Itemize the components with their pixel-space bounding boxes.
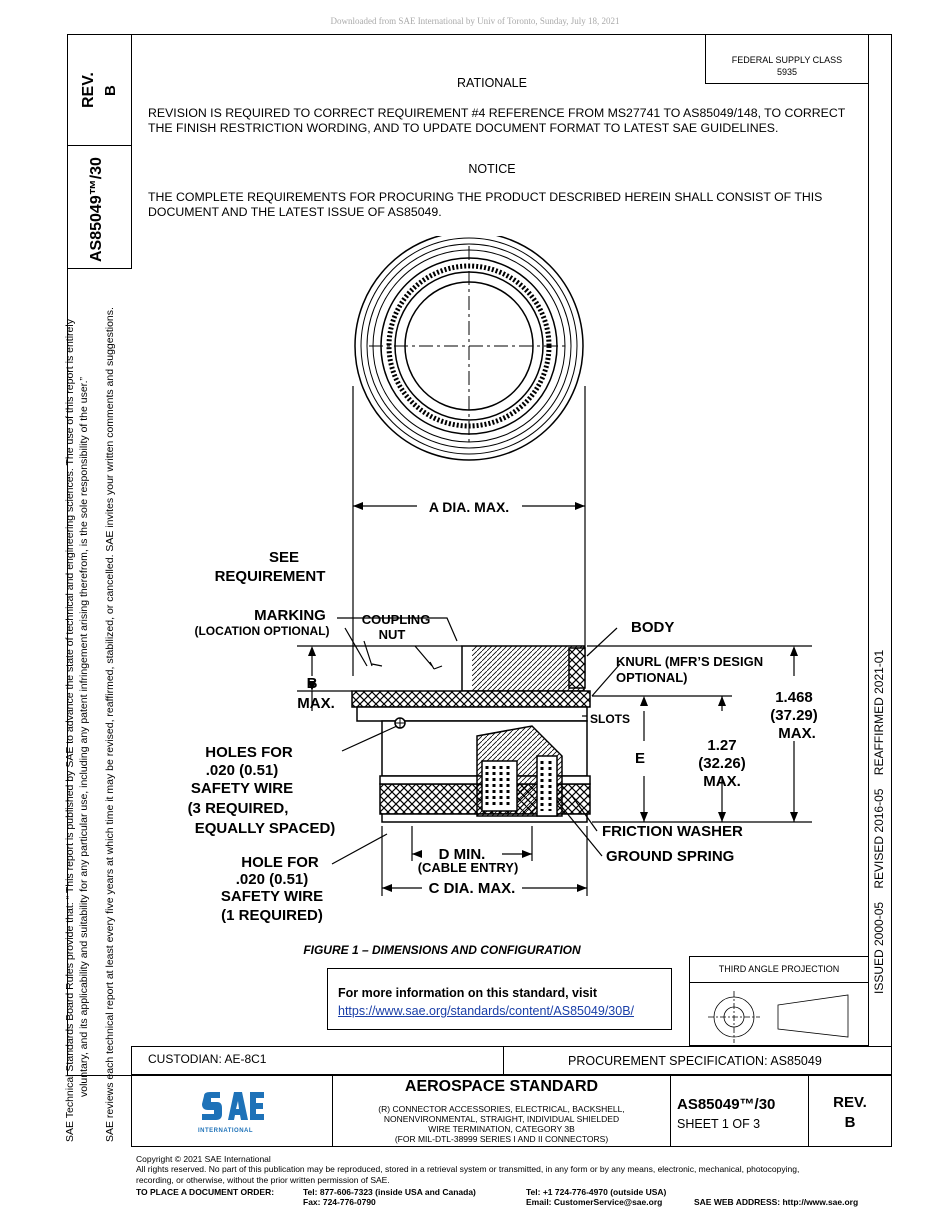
federal-supply-label: FEDERAL SUPPLY CLASS (731, 55, 843, 65)
side-view (351, 645, 591, 823)
tel-usa: Tel: 877-606-7323 (inside USA and Canada… (303, 1187, 476, 1197)
description-line-1: (R) CONNECTOR ACCESSORIES, ELECTRICAL, B… (378, 1104, 625, 1114)
left-doc-number: AS85049™/30 (88, 157, 105, 262)
rationale-heading: RATIONALE (457, 76, 527, 90)
more-info-text: For more information on this standard, v… (338, 986, 598, 1000)
order-label: TO PLACE A DOCUMENT ORDER: (136, 1187, 275, 1197)
title-rev-label: REV. (833, 1094, 867, 1111)
more-info-link[interactable]: https://www.sae.org/standards/content/AS… (338, 1004, 635, 1018)
left-rev-label: REV. (80, 72, 97, 108)
left-rev-value: B (102, 85, 119, 96)
custodian: CUSTODIAN: AE-8C1 (148, 1052, 267, 1066)
connector-figure: A DIA. MAX. SEE REQUIREMENT MARKING (LOC… (188, 236, 818, 924)
label-holes-5: EQUALLY SPACED) (195, 820, 336, 837)
label-b: B (307, 675, 318, 692)
description-line-2: NONENVIRONMENTAL, STRAIGHT, INDIVIDUAL S… (383, 1114, 620, 1124)
label-c-dia: C DIA. MAX. (429, 880, 516, 897)
sheet-number: SHEET 1 OF 3 (677, 1117, 761, 1131)
revision-history: ISSUED 2000-05 REVISED 2016-05 REAFFIRME… (872, 649, 886, 994)
label-hole-3: SAFETY WIRE (221, 888, 323, 905)
title-doc-number: AS85049™/30 (677, 1096, 776, 1113)
description-line-3: WIRE TERMINATION, CATEGORY 3B (428, 1124, 575, 1134)
copyright: Copyright © 2021 SAE International (136, 1154, 271, 1164)
title-rev-value: B (844, 1114, 856, 1131)
label-see: SEE (269, 549, 299, 566)
label-slots: SLOTS (590, 712, 630, 726)
rights-line-1: All rights reserved. No part of this pub… (136, 1164, 800, 1174)
label-requirement: REQUIREMENT (215, 568, 326, 585)
third-angle-box (689, 956, 869, 1046)
label-e: E (635, 750, 645, 767)
label-3226: (32.26) (698, 755, 746, 772)
label-body: BODY (631, 619, 674, 636)
label-127: 1.27 (707, 737, 736, 754)
label-coupling: COUPLING (362, 612, 431, 627)
description: (R) CONNECTOR ACCESSORIES, ELECTRICAL, B… (333, 1104, 670, 1144)
figure-caption: FIGURE 1 – DIMENSIONS AND CONFIGURATION (303, 943, 581, 957)
standard-type: AEROSPACE STANDARD (404, 1078, 599, 1095)
label-127-max: MAX. (703, 773, 741, 790)
notice-text: THE COMPLETE REQUIREMENTS FOR PROCURING … (148, 190, 823, 219)
rules-line-1: SAE Technical Standards Board Rules prov… (64, 319, 76, 1142)
description-line-4: (FOR MIL-DTL-38999 SERIES I AND II CONNE… (394, 1134, 609, 1144)
sae-logo: INTERNATIONAL (198, 1090, 268, 1134)
label-marking: MARKING (254, 607, 326, 624)
label-cable-entry: (CABLE ENTRY) (418, 860, 519, 875)
label-holes-1: HOLES FOR (205, 744, 293, 761)
rules-line-3: SAE reviews each technical report at lea… (104, 307, 116, 1142)
label-ground-spring: GROUND SPRING (606, 848, 734, 865)
label-holes-4: (3 REQUIRED, (188, 800, 289, 817)
label-d-min: D MIN. (439, 846, 486, 863)
third-angle-label: THIRD ANGLE PROJECTION (718, 964, 840, 974)
label-nut: NUT (379, 627, 406, 642)
label-1468-max: MAX. (778, 725, 816, 742)
label-location-optional: (LOCATION OPTIONAL) (194, 624, 329, 638)
end-view (354, 236, 584, 461)
label-1468: 1.468 (775, 689, 813, 706)
label-knurl-1: KNURL (MFR’S DESIGN (616, 654, 763, 669)
notice-heading: NOTICE (468, 162, 516, 176)
label-knurl-2: OPTIONAL) (616, 670, 688, 685)
label-3729: (37.29) (770, 707, 818, 724)
label-a-dia: A DIA. MAX. (429, 499, 509, 515)
label-holes-2: .020 (0.51) (206, 762, 279, 779)
federal-supply-value: 5935 (776, 67, 798, 77)
label-hole-1: HOLE FOR (241, 854, 319, 871)
label-b-max: MAX. (297, 695, 335, 712)
tel-outside: Tel: +1 724-776-4970 (outside USA) (526, 1187, 667, 1197)
page-frame (67, 34, 892, 1076)
label-hole-4: (1 REQUIRED) (221, 907, 323, 924)
label-hole-2: .020 (0.51) (236, 871, 309, 888)
download-notice: Downloaded from SAE International by Uni… (330, 16, 620, 26)
rationale-text: REVISION IS REQUIRED TO CORRECT REQUIREM… (148, 106, 846, 135)
email[interactable]: Email: CustomerService@sae.org (526, 1197, 663, 1207)
fax: Fax: 724-776-0790 (303, 1197, 376, 1207)
third-angle-symbol (708, 991, 849, 1043)
label-holes-3: SAFETY WIRE (191, 780, 293, 797)
web-address[interactable]: SAE WEB ADDRESS: http://www.sae.org (694, 1197, 859, 1207)
procurement-spec: PROCUREMENT SPECIFICATION: AS85049 (568, 1054, 822, 1068)
rights-line-2: recording, or otherwise, without the pri… (136, 1175, 390, 1185)
sae-logo-text: INTERNATIONAL (198, 1128, 254, 1134)
more-info-box (327, 968, 672, 1030)
federal-supply-box (705, 34, 869, 84)
label-friction-washer: FRICTION WASHER (602, 823, 743, 840)
rules-line-2: voluntary, and its applicability and sui… (78, 376, 90, 1097)
sae-logo-mark (202, 1092, 264, 1120)
